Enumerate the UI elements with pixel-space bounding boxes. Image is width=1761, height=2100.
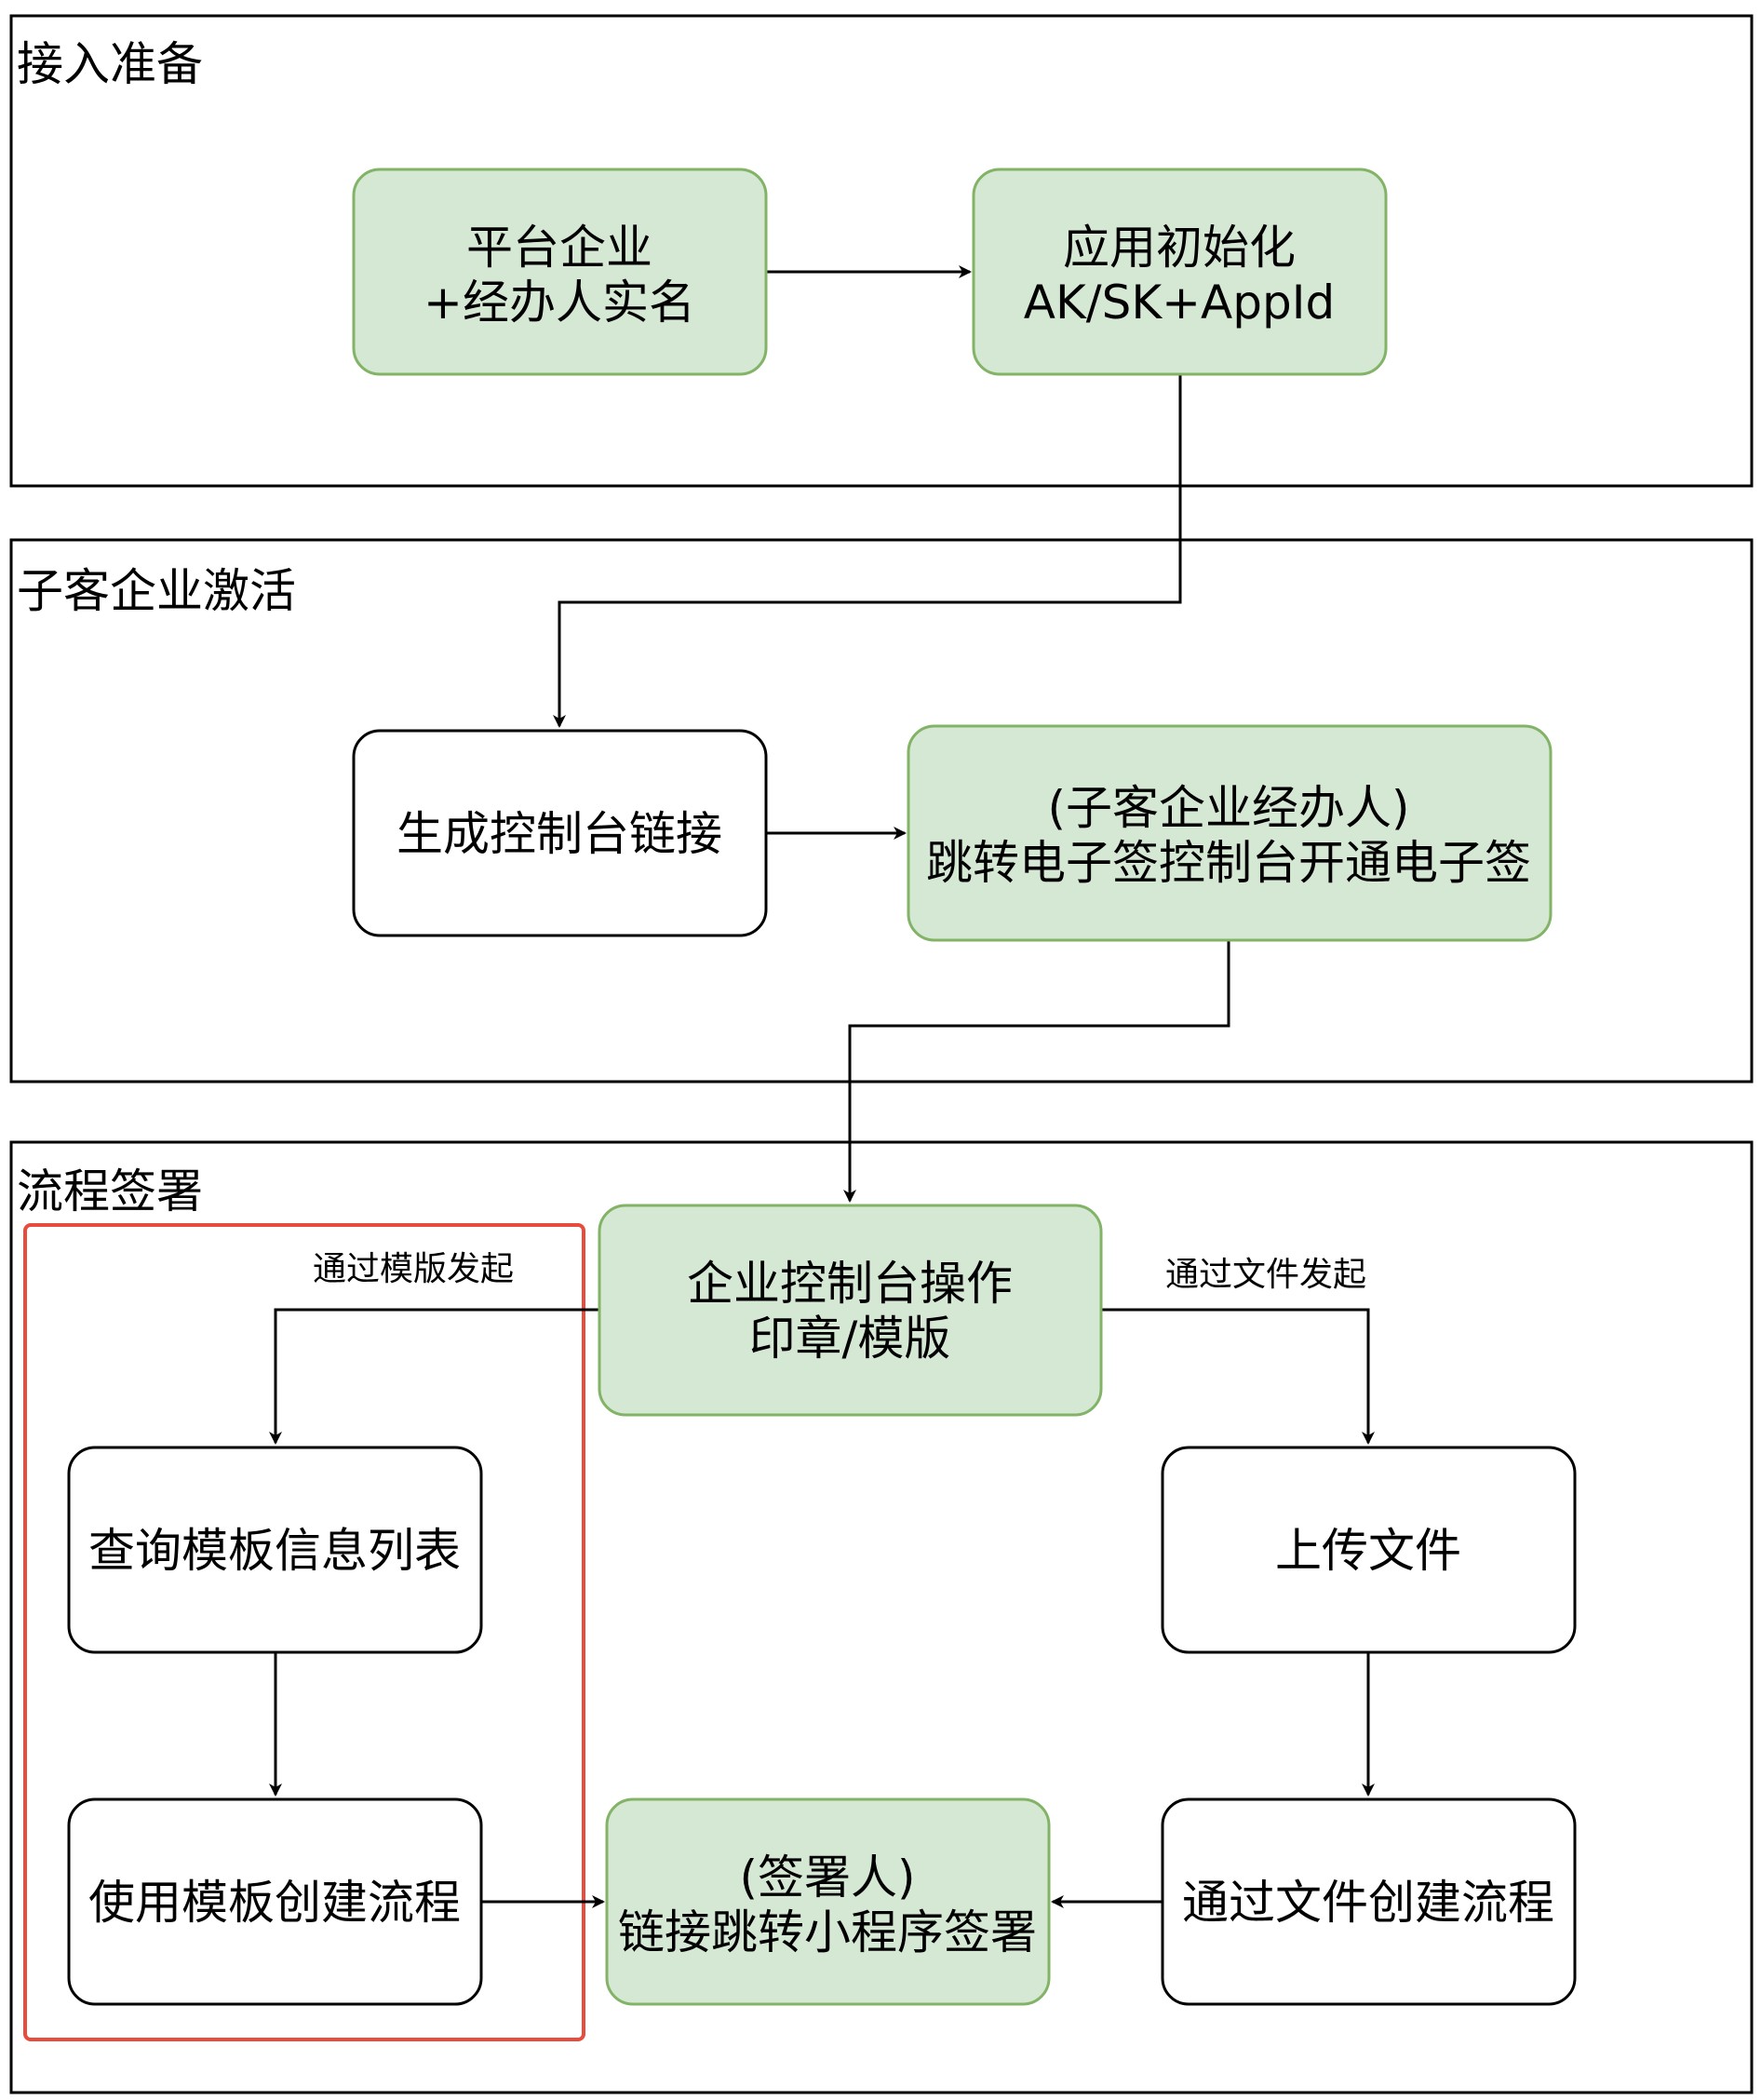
node-upload-file[interactable]: 上传文件 xyxy=(1161,1446,1577,1654)
node-create-by-file-line1: 通过文件创建流程 xyxy=(1182,1876,1554,1930)
template-path-highlight xyxy=(23,1223,585,2041)
node-open-esign[interactable]: (子客企业经办人) 跳转电子签控制台开通电子签 xyxy=(907,724,1553,942)
lane-sign-title: 流程签署 xyxy=(17,1164,203,1218)
node-signer-line1: (签署人) xyxy=(739,1851,915,1905)
node-signer-line2: 链接跳转小程序签署 xyxy=(618,1905,1037,1959)
edge-console-ops-to-upload xyxy=(1101,1308,1375,1445)
node-open-esign-line1: (子客企业经办人) xyxy=(1047,781,1409,835)
node-appinit-line2: AK/SK+AppId xyxy=(1024,276,1335,330)
node-realname-line1: 平台企业 xyxy=(466,221,652,275)
edge-label-by-template: 通过模版发起 xyxy=(313,1250,514,1288)
lane-prep-title: 接入准备 xyxy=(17,37,203,91)
edge-console-ops-to-query xyxy=(269,1308,599,1445)
node-create-by-template[interactable]: 使用模板创建流程 xyxy=(67,1797,483,2006)
node-console-link-line1: 生成控制台链接 xyxy=(397,807,722,861)
lane-activate: 子客企业激活 xyxy=(9,538,1754,1084)
node-appinit[interactable]: 应用初始化 AK/SK+AppId xyxy=(972,168,1388,376)
node-create-by-template-line1: 使用模板创建流程 xyxy=(88,1876,461,1930)
node-query-templates[interactable]: 查询模板信息列表 xyxy=(67,1446,483,1654)
node-signer[interactable]: (签署人) 链接跳转小程序签署 xyxy=(605,1797,1051,2006)
node-console-link[interactable]: 生成控制台链接 xyxy=(352,729,768,937)
edge-open-esign-to-console-ops xyxy=(843,940,1230,1203)
node-console-ops[interactable]: 企业控制台操作 印章/模版 xyxy=(598,1204,1103,1417)
edge-label-by-file: 通过文件发起 xyxy=(1165,1256,1366,1294)
edges xyxy=(269,265,1375,1908)
node-realname[interactable]: 平台企业 +经办人实名 xyxy=(352,168,768,376)
lane-activate-title: 子客企业激活 xyxy=(17,564,296,618)
node-console-ops-line2: 印章/模版 xyxy=(749,1312,951,1366)
node-console-ops-line1: 企业控制台操作 xyxy=(687,1257,1013,1311)
node-appinit-line1: 应用初始化 xyxy=(1063,221,1296,275)
lane-prep: 接入准备 xyxy=(9,14,1754,488)
node-open-esign-line2: 跳转电子签控制台开通电子签 xyxy=(926,836,1531,890)
lane-sign: 流程签署 xyxy=(9,1140,1754,2094)
node-realname-line2: +经办人实名 xyxy=(423,276,695,330)
node-upload-file-line1: 上传文件 xyxy=(1275,1524,1461,1578)
edge-appinit-to-console-link xyxy=(553,375,1182,728)
node-create-by-file[interactable]: 通过文件创建流程 xyxy=(1161,1797,1577,2006)
node-query-templates-line1: 查询模板信息列表 xyxy=(88,1524,461,1578)
